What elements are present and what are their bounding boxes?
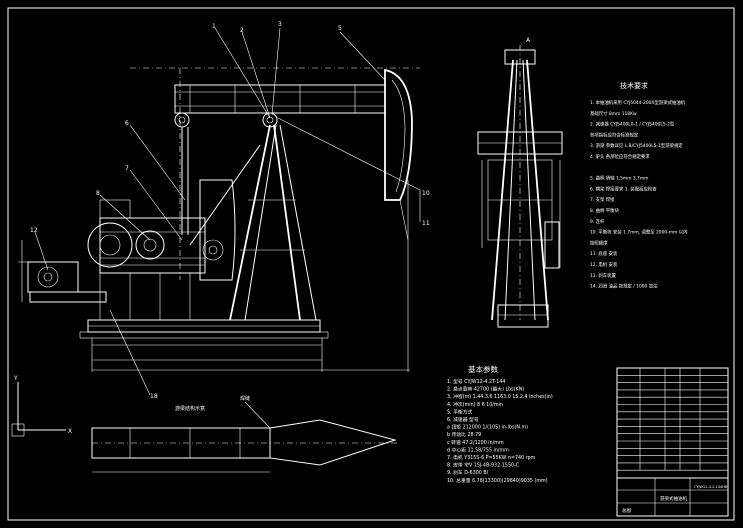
note-line: 14. 润滑 油品 按规定 / 1000 加注 — [590, 283, 658, 290]
spec-line: 9. 刹车 D-6300 Bl — [447, 469, 488, 476]
spec-line: 2. 悬点载荷 42700 (最大) Lbs(KN) — [447, 386, 524, 393]
saddle-bearing — [262, 112, 278, 128]
note-line: 4. 驴头 各部位应符合规定要求 — [590, 153, 650, 160]
svg-text:3: 3 — [278, 21, 282, 28]
note-line: 8. 曲柄 平衡块 — [590, 207, 620, 214]
svg-text:10: 10 — [422, 190, 430, 197]
note-line: 基础尺寸 8mm 118Kw — [590, 110, 637, 117]
note-line: 6. 横梁 焊接要求 1. 装配后应检查 — [590, 185, 657, 192]
svg-text:18: 18 — [150, 393, 158, 400]
svg-text:8: 8 — [96, 190, 100, 197]
spec-line: c 转速 47.2/1200 in/mm — [447, 439, 504, 446]
pumping-unit-front-view: A — [477, 37, 563, 328]
note-line: 13. 刹车装置 — [590, 272, 617, 279]
pumping-unit-side-view: 1 2 3 5 6 7 8 12 18 10 11 — [18, 21, 430, 400]
svg-text:X: X — [68, 428, 72, 435]
drawing-frame — [7, 7, 735, 521]
note-line: 5. 曲柄 销轴 1.5mm 3.7mm — [590, 175, 648, 182]
detail-label: 焊缝 — [240, 395, 250, 402]
note-line: 9. 连杆 — [590, 218, 605, 225]
svg-text:CYJW12-4.2-144HB: CYJW12-4.2-144HB — [694, 485, 728, 489]
title-block: CYJW12-4.2-144HB 游梁式抽油机 总图 — [616, 477, 729, 517]
svg-text:Y: Y — [13, 375, 18, 382]
spec-line: 1. 型号 CYJW12-4.2T-144 — [447, 378, 505, 385]
spec-line: a 扭矩 212000 1/(105) in-lbs(N.m) — [447, 424, 528, 431]
note-line: 11. 底座 安装 — [590, 250, 618, 257]
spec-line: 6. 减速器 型号 — [447, 416, 479, 423]
note-line: 12. 电机 安装 — [590, 261, 618, 268]
note-line: 2. 减速器 CYJ5400L0-1 / CYJ5400L5-2型 — [590, 121, 675, 128]
spec-line: 3. 冲程(m) 1.44.3.6 1163.0 15.2.4 Inches(i… — [447, 393, 553, 400]
svg-text:A: A — [526, 37, 531, 44]
spec-line: 8. 皮带 窄V 15J-4B-932-1550-C — [447, 462, 520, 469]
svg-text:1: 1 — [212, 23, 216, 30]
technical-notes: 技术要求 1. 本抽油机采用 CYJ5044-200X型游梁式抽油机 基础尺寸 … — [590, 81, 688, 290]
bom-table — [616, 367, 729, 517]
spec-line: 5. 平衡方式 — [447, 408, 472, 415]
note-line: 10. 平衡块 安装 1.7mm, 调整至 2000-mm 以内 — [590, 229, 688, 236]
note-line: 3. 游梁 参数详见 L.B/CYJ5400L5-1型游梁规定 — [590, 142, 683, 149]
svg-text:总图: 总图 — [622, 507, 631, 514]
svg-text:5: 5 — [338, 25, 342, 32]
svg-text:游梁式抽油机: 游梁式抽油机 — [660, 495, 687, 502]
spec-line: d 中心距 31.58/755 in/mm — [447, 446, 509, 453]
note-line: 1. 本抽油机采用 CYJ5044-200X型游梁式抽油机 — [590, 99, 686, 106]
ucs-icon: Y X — [11, 375, 72, 437]
svg-text:11: 11 — [422, 220, 430, 227]
equalizer-bearing — [174, 112, 190, 128]
note-line: 按照顺序 — [590, 239, 608, 246]
svg-text:2: 2 — [240, 27, 244, 34]
beam-detail-view: 游梁结构示意 焊缝 — [91, 395, 400, 473]
motor — [27, 261, 79, 293]
detail-title: 游梁结构示意 — [175, 405, 205, 412]
svg-text:7: 7 — [125, 165, 129, 172]
notes-title: 技术要求 — [620, 81, 648, 90]
note-line: 各项指标应符合标准规定 — [590, 131, 639, 138]
walking-beam — [174, 84, 386, 114]
note-line: 7. 支架 焊接 — [590, 196, 615, 203]
spec-line: 7. 电机 Y315S-6 P=55KW n=740 rpm — [447, 454, 536, 461]
svg-text:6: 6 — [125, 120, 129, 127]
spec-line: 10. 总重量 6.78(13300)(29840)9035 (mm) — [447, 477, 548, 484]
spec-line: b 传动比 28.79 — [447, 431, 481, 438]
horse-head — [384, 68, 413, 201]
spec-title: 基本参数 — [468, 364, 498, 374]
spec-line: 4. 冲次(min) 8 6 10/min — [447, 401, 503, 408]
gear-reducer — [87, 222, 133, 268]
svg-text:12: 12 — [30, 227, 38, 234]
counterweight — [199, 179, 236, 281]
